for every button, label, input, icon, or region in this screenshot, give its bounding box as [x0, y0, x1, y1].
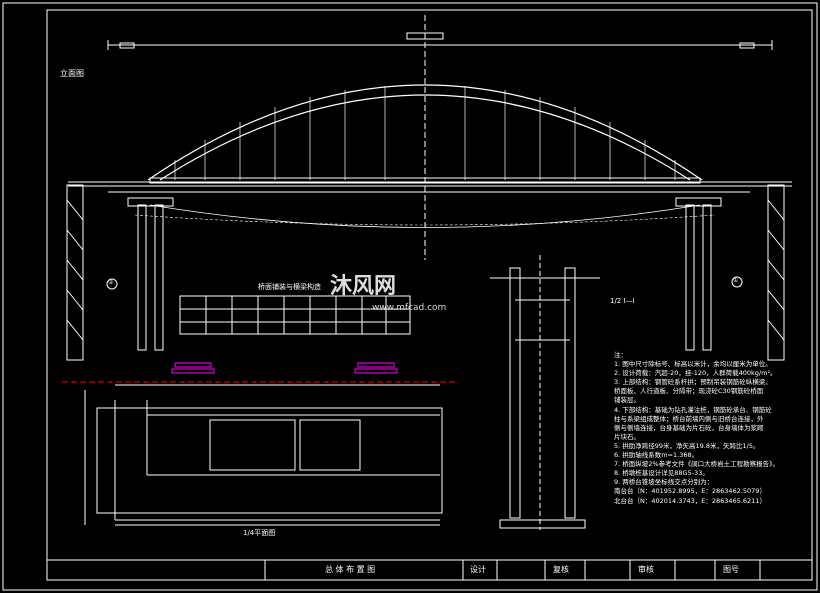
- deck-section-table: [179, 295, 411, 335]
- check-label: 复核: [553, 565, 569, 574]
- half-plan: [84, 384, 443, 526]
- drawing-frame: [46, 9, 813, 581]
- half-plan-label: 1/4平面图: [243, 529, 276, 537]
- note-line: 柱与系梁组成整体；桥台前墙内侧与旧桥台连接，外: [614, 414, 764, 423]
- note-line: 2. 设计荷载：汽超-20，挂-120，人群荷载400kg/m²。: [614, 369, 777, 378]
- hangers: [174, 86, 676, 180]
- watermark-brand: 沐风网: [330, 274, 397, 299]
- note-line: 侧与侧墙连接，台身基础为片石砼，台身墙体为浆砌: [614, 423, 764, 432]
- design-label: 设计: [470, 565, 486, 574]
- section-label: 1/2 Ⅰ—Ⅰ: [610, 297, 635, 305]
- note-line: 1. 图中尺寸除标号、标高以米计，余均以厘米为单位。: [614, 360, 772, 369]
- note-line: 北台台（N：402014.3743，E：2863465.6211）: [614, 496, 766, 505]
- note-line: 3. 上部结构：钢管砼系杆拱；预制吊装钢筋砼纵横梁、: [614, 378, 772, 387]
- deck-section-label: 桥面铺装与横梁构造: [258, 283, 321, 291]
- note-line: 4. 下部结构：基础为钻孔灌注桩，钢筋砼承台、钢筋砼: [614, 405, 772, 414]
- arch-rib: [147, 84, 703, 181]
- pier-tag-right-text: ①: [733, 277, 739, 284]
- note-line: 9. 两桥台锥坡坐标线交点分别为：: [614, 478, 714, 487]
- drawing-title: 总 体 布 置 图: [325, 565, 376, 574]
- note-line: 注：: [614, 351, 627, 359]
- right-substructure: [675, 184, 785, 361]
- watermark-logo: 沐风网: [330, 276, 396, 298]
- note-line: 桥面板、人行道板、分隔带；现浇砼C30钢筋砼桥面: [614, 387, 764, 396]
- drawing-no-label: 图号: [723, 565, 739, 574]
- note-line: 铺装层。: [614, 396, 640, 405]
- pier-tag-left-text: ②: [108, 279, 114, 286]
- review-label: 审核: [638, 565, 654, 574]
- pier-tag-left: [106, 278, 118, 290]
- note-line: 南台台（N：401952.8995，E：2863462.5079）: [614, 487, 766, 496]
- note-line: 6. 拱肋轴线系数m=1.368。: [614, 451, 699, 460]
- note-line: 8. 桥墩桩基设计详见88G5-33。: [614, 469, 709, 478]
- title-block: [47, 559, 812, 580]
- design-notes: 注： 1. 图中尺寸除标号、标高以米计，余均以厘米为单位。 2. 设计荷载：汽超…: [614, 352, 814, 507]
- note-line: 7. 桥面纵坡2%参考文件《阔口大桥岩土工程勘察报告》。: [614, 460, 779, 469]
- pier-tag-right: [731, 276, 743, 288]
- watermark-url: www.mfcad.com: [372, 303, 447, 313]
- left-substructure: [66, 184, 174, 361]
- plan-markers: [171, 362, 398, 374]
- note-line: 片块石。: [614, 432, 640, 441]
- bridge-deck: [68, 177, 792, 228]
- elevation-label: 立面图: [60, 69, 84, 78]
- cross-section: [490, 255, 600, 530]
- top-dimension: [107, 15, 773, 260]
- note-line: 5. 拱肋净跨径99米，净矢高19.8米，矢跨比1/5。: [614, 441, 760, 450]
